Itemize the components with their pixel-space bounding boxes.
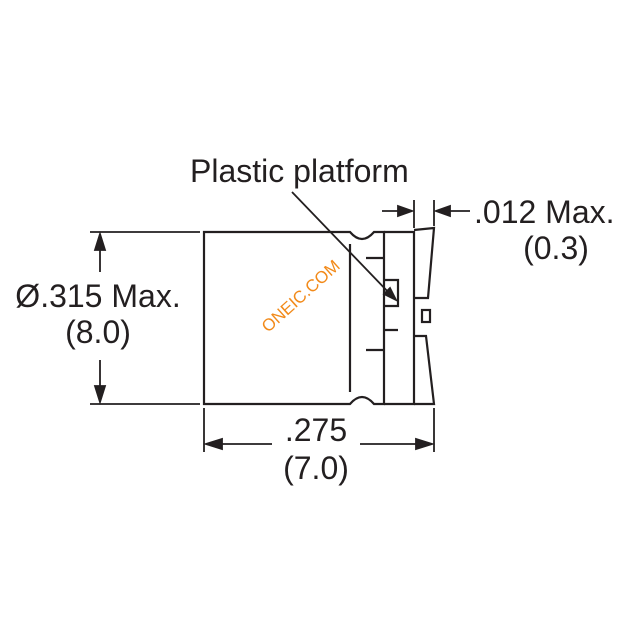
capacitor-body-outline: [202, 230, 386, 406]
platform-step-upper: [366, 256, 400, 308]
diameter-inch-label: Ø.315 Max.: [15, 278, 181, 314]
plastic-platform-label: Plastic platform: [190, 153, 409, 189]
terminal-lead-lower: [414, 334, 436, 406]
diameter-mm-label: (8.0): [65, 314, 131, 350]
platform-leader-arrowhead: [382, 286, 399, 303]
platform-step-lower: [366, 328, 398, 352]
terminal-tab: [420, 308, 432, 324]
diameter-arrowhead-top: [93, 230, 107, 251]
platform-leader-line: [291, 191, 393, 297]
thickness-arrowhead-right: [433, 204, 451, 218]
height-mm-label: (7.0): [283, 450, 349, 486]
thickness-inch-label: .012 Max.: [474, 194, 615, 230]
terminal-lead-upper: [413, 226, 436, 300]
thickness-arrowhead-left: [397, 204, 415, 218]
plastic-platform-outline: [384, 230, 416, 406]
height-arrowhead-left: [202, 437, 223, 451]
height-inch-label: .275: [284, 412, 348, 448]
thickness-mm-label: (0.3): [523, 230, 589, 266]
height-arrowhead-right: [415, 437, 436, 451]
diameter-arrowhead-bottom: [93, 385, 107, 406]
